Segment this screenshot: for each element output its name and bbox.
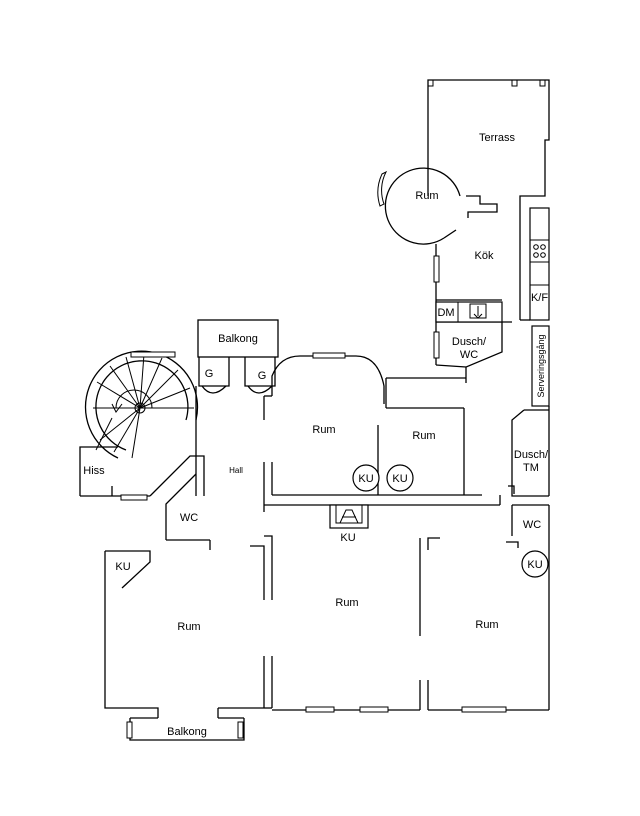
right-side-walls bbox=[385, 377, 550, 548]
dusch-wc-window bbox=[433, 331, 440, 359]
rum-center-top-label: Rum bbox=[312, 424, 335, 436]
kitchen-counter: K/F bbox=[529, 207, 550, 321]
rum-left-label: Rum bbox=[177, 621, 200, 633]
dm-label: DM bbox=[437, 307, 454, 319]
rum-center-label: Rum bbox=[335, 597, 358, 609]
dusch-tm-label-2: TM bbox=[523, 462, 539, 474]
g-left-label: G bbox=[205, 368, 214, 380]
ku-label-2: KU bbox=[392, 473, 407, 485]
hall-label: Hall bbox=[229, 466, 243, 475]
ku-label-3: KU bbox=[340, 532, 355, 544]
sink-unit: DM bbox=[435, 301, 503, 323]
g-right-label: G bbox=[258, 370, 267, 382]
kitchen-window bbox=[433, 255, 440, 283]
serveringsgang: Serveringsgång bbox=[531, 325, 550, 407]
serveringsgang-label: Serveringsgång bbox=[536, 334, 546, 397]
dusch-wc-label-2: WC bbox=[460, 349, 478, 361]
wc-right-label: WC bbox=[523, 519, 541, 531]
kok-label: Kök bbox=[475, 250, 494, 262]
hiss-label: Hiss bbox=[83, 465, 105, 477]
ku-label-1: KU bbox=[358, 473, 373, 485]
balkong-bottom-label: Balkong bbox=[167, 726, 207, 738]
ku-label-5: KU bbox=[527, 559, 542, 571]
center-walls bbox=[197, 319, 501, 529]
rum-right-top-label: Rum bbox=[412, 430, 435, 442]
kf-label: K/F bbox=[531, 292, 548, 304]
wc-left-label: WC bbox=[180, 512, 198, 524]
round-room bbox=[377, 167, 461, 245]
rum-right-label: Rum bbox=[475, 619, 498, 631]
dusch-wc-label-1: Dusch/ bbox=[452, 336, 487, 348]
ku-units bbox=[352, 464, 549, 578]
bottom-walls bbox=[104, 352, 550, 741]
round-room-label: Rum bbox=[415, 190, 438, 202]
dusch-tm-label-1: Dusch/ bbox=[514, 449, 549, 461]
terrass-label: Terrass bbox=[479, 132, 516, 144]
left-walls bbox=[79, 386, 211, 550]
spiral-stair bbox=[84, 350, 199, 496]
ku-label-4: KU bbox=[115, 561, 130, 573]
balkong-top-label: Balkong bbox=[218, 333, 258, 345]
